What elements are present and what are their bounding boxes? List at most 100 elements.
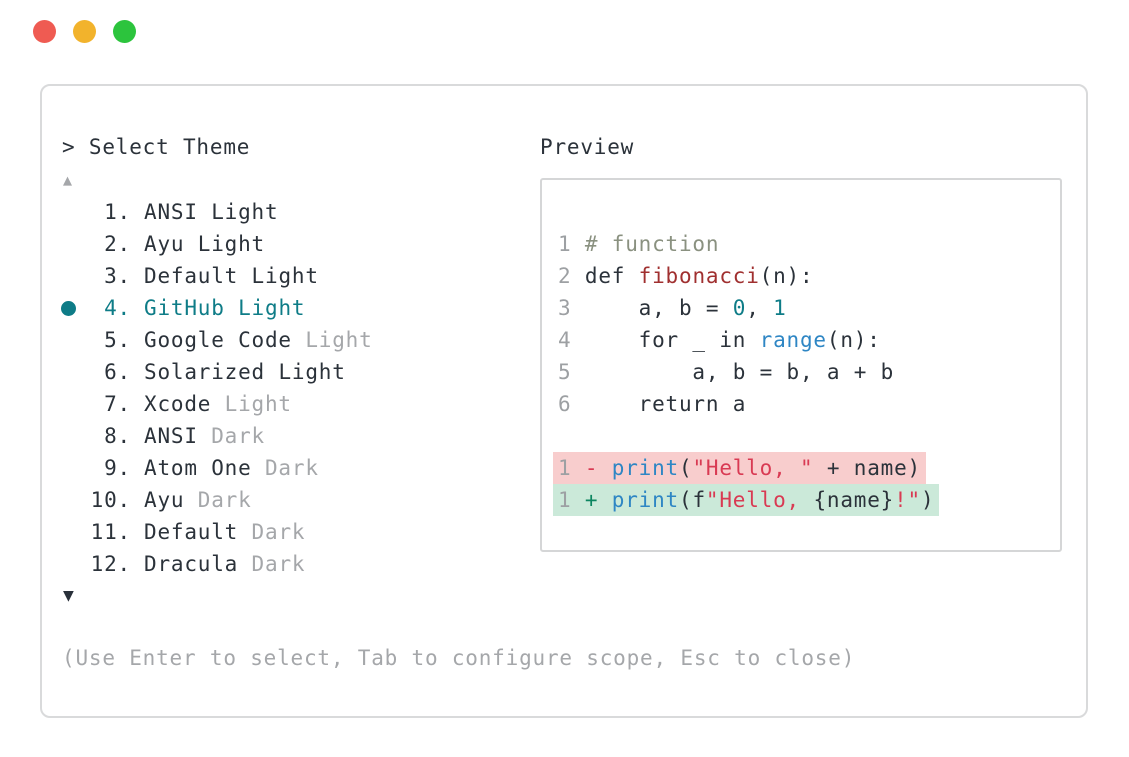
item-gutter	[61, 300, 90, 316]
code-token-str: "Hello, "	[692, 456, 814, 480]
code-token-builtin: print	[611, 488, 679, 512]
theme-variant: Light	[291, 328, 373, 352]
theme-number: 1.	[104, 200, 131, 224]
code-token-fg: def	[584, 264, 639, 288]
code-token-minus: -	[584, 456, 612, 480]
code-token-comment: # function	[584, 232, 720, 256]
code-line: 3 a, b = 0, 1	[558, 292, 1060, 324]
theme-number: 7.	[104, 392, 131, 416]
theme-name: Xcode	[144, 392, 212, 416]
code-token-ln: 5	[558, 360, 585, 384]
theme-picker-window: > Select Theme Preview ▲ 1. ANSI Light 2. A…	[40, 84, 1088, 718]
code-line: 4 for _ in range(n):	[558, 324, 1060, 356]
code-token-str: "Hello,	[705, 488, 814, 512]
code-token-ln: 1	[558, 456, 585, 480]
theme-variant: Light	[224, 296, 306, 320]
diff-highlight-removed: 1 - print("Hello, " + name)	[553, 452, 926, 484]
code-token-builtin: range	[759, 328, 827, 352]
theme-list-item[interactable]: 5.Google Code Light	[62, 324, 373, 356]
code-token-fg: (	[679, 456, 693, 480]
code-token-ln: 6	[558, 392, 585, 416]
theme-number: 3.	[104, 264, 131, 288]
code-token-fg: {name}	[813, 488, 895, 512]
code-token-fg: ,	[746, 296, 774, 320]
code-token-ln: 1	[558, 488, 585, 512]
code-line: 2 def fibonacci(n):	[558, 260, 1060, 292]
theme-list-item[interactable]: 7. Xcode Light	[62, 388, 373, 420]
theme-name: ANSI	[144, 424, 198, 448]
theme-name: Ayu	[144, 488, 185, 512]
theme-variant: Dark	[197, 424, 265, 448]
code-token-num: 1	[773, 296, 787, 320]
theme-name: Dracula	[144, 552, 239, 576]
theme-list-item[interactable]: 6. Solarized Light	[62, 356, 373, 388]
code-token-fg: )	[921, 488, 935, 512]
theme-list-item[interactable]: 3. Default Light	[62, 260, 373, 292]
code-token-builtin: print	[611, 456, 679, 480]
theme-list-item[interactable]: 11.Default Dark	[62, 516, 373, 548]
scroll-down-icon[interactable]: ▼	[63, 585, 74, 606]
code-token-plus: +	[584, 488, 612, 512]
theme-name: Ayu	[144, 232, 185, 256]
minimize-button[interactable]	[73, 20, 96, 43]
theme-list-item[interactable]: 9. Atom One Dark	[62, 452, 373, 484]
code-token-fg: (n):	[759, 264, 814, 288]
theme-variant: Dark	[184, 488, 252, 512]
theme-variant: Light	[211, 392, 292, 416]
theme-name: GitHub	[144, 296, 225, 320]
theme-name: Google Code	[144, 328, 292, 352]
selected-bullet-icon	[61, 300, 76, 316]
zoom-button[interactable]	[113, 20, 136, 43]
theme-name: Solarized	[144, 360, 265, 384]
theme-name: ANSI	[144, 200, 198, 224]
theme-list-item[interactable]: 4. GitHub Light	[61, 292, 373, 324]
code-line: 5 a, b = b, a + b	[558, 356, 1060, 388]
theme-variant: Light	[238, 264, 319, 288]
code-token-ln: 1	[558, 232, 585, 256]
code-token-func: fibonacci	[638, 264, 760, 288]
theme-number: 2.	[104, 232, 131, 256]
code-token-fg: return a	[584, 392, 747, 416]
theme-number: 9.	[104, 456, 131, 480]
theme-variant: Dark	[238, 520, 306, 544]
theme-name: Atom One	[144, 456, 252, 480]
preview-label: Preview	[540, 135, 635, 159]
close-button[interactable]	[33, 20, 56, 43]
scroll-up-icon[interactable]: ▲	[63, 171, 73, 189]
diff-line-added: 1 + print(f"Hello, {name}!")	[553, 484, 1060, 516]
diff-line-removed: 1 - print("Hello, " + name)	[553, 452, 1060, 484]
code-token-str: !"	[894, 488, 921, 512]
page-title: > Select Theme	[62, 135, 251, 159]
theme-list-item[interactable]: 1. ANSI Light	[62, 196, 373, 228]
theme-list-item[interactable]: 2. Ayu Light	[62, 228, 373, 260]
theme-number: 8.	[104, 424, 131, 448]
code-token-fg: + name)	[813, 456, 921, 480]
theme-list-item[interactable]: 10. Ayu Dark	[62, 484, 373, 516]
theme-variant: Light	[265, 360, 346, 384]
theme-list-item[interactable]: 12.Dracula Dark	[62, 548, 373, 580]
code-token-ln: 2	[558, 264, 585, 288]
code-line: 1 # function	[558, 228, 1060, 260]
hint-text: (Use Enter to select, Tab to configure s…	[62, 646, 856, 670]
theme-variant: Dark	[251, 456, 319, 480]
theme-number: 4.	[104, 296, 131, 320]
code-gap	[558, 420, 1060, 452]
code-token-fg: (f	[679, 488, 706, 512]
code-token-ln: 3	[558, 296, 585, 320]
theme-variant: Light	[197, 200, 279, 224]
theme-number: 6.	[104, 360, 131, 384]
theme-variant: Light	[184, 232, 266, 256]
code-token-fg: for _ in	[584, 328, 760, 352]
diff-highlight-added: 1 + print(f"Hello, {name}!")	[553, 484, 940, 516]
theme-number: 11.	[90, 520, 131, 544]
theme-number: 12.	[90, 552, 131, 576]
code-line: 6 return a	[558, 388, 1060, 420]
theme-name: Default	[144, 264, 239, 288]
theme-list-item[interactable]: 8. ANSI Dark	[62, 420, 373, 452]
code-token-num: 0	[732, 296, 747, 320]
theme-number: 10.	[90, 488, 131, 512]
code-token-ln: 4	[558, 328, 585, 352]
